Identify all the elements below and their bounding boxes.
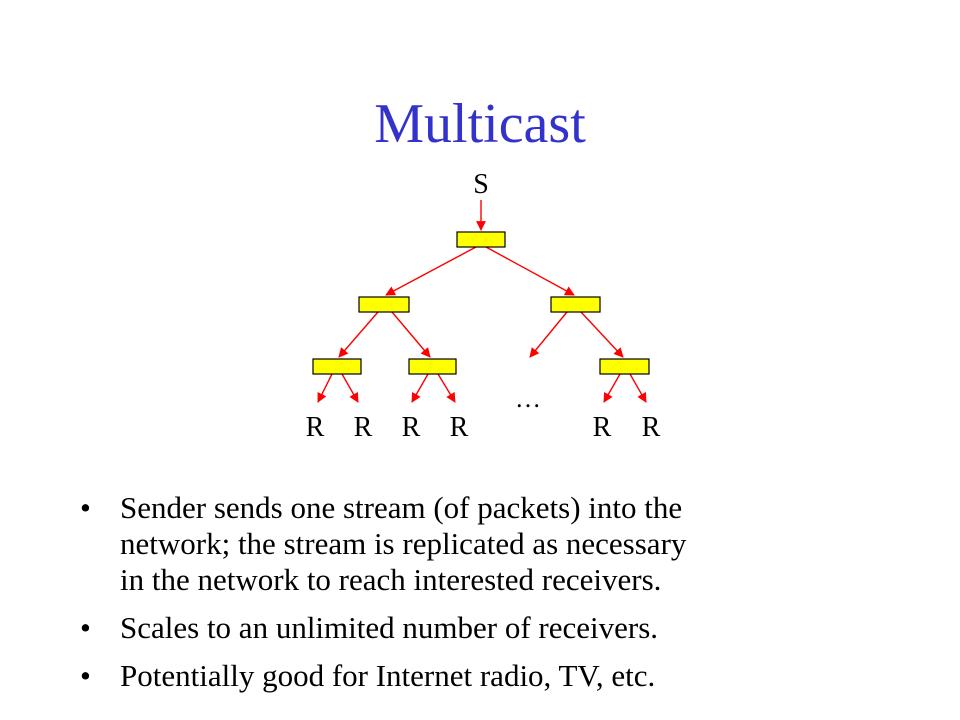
link-root-left-arrow: [385, 246, 477, 296]
link-rr-r6-arrow: [629, 373, 647, 403]
link-lr-r3-arrow: [411, 373, 429, 403]
bullet-line: Sender sends one stream (of packets) int…: [120, 490, 683, 525]
link-ll-r1-arrow: [317, 373, 333, 403]
bullet-marker: •: [80, 610, 91, 645]
link-lr-r4-arrow: [437, 373, 456, 403]
router-right: [550, 296, 601, 313]
link-left-leftright-arrow: [391, 311, 431, 358]
bullet-line: network; the stream is replicated as nec…: [120, 526, 687, 561]
routers-group: [312, 231, 650, 375]
router-root: [456, 231, 506, 248]
receiver-2-label: R: [354, 412, 373, 443]
bullet-list: • Sender sends one stream (of packets) in…: [80, 490, 900, 706]
router-left-left: [312, 358, 362, 375]
bullet-marker: •: [80, 658, 91, 693]
slide-title: Multicast: [374, 93, 586, 155]
bullet-item: • Potentially good for Internet radio, TV…: [80, 658, 900, 694]
receiver-1-label: R: [306, 412, 325, 443]
receiver-3-label: R: [402, 412, 421, 443]
bullet-item: • Sender sends one stream (of packets) in…: [80, 490, 900, 598]
bullet-marker: •: [80, 490, 91, 525]
bullet-item: • Scales to an unlimited number of receiv…: [80, 610, 900, 646]
bullet-line: Scales to an unlimited number of receive…: [120, 610, 659, 645]
router-right-right: [599, 358, 650, 375]
bullet-line: Potentially good for Internet radio, TV,…: [120, 658, 656, 693]
link-root-right-arrow: [485, 246, 575, 296]
links-group: [317, 200, 647, 403]
link-ll-r2-arrow: [341, 373, 359, 403]
bullet-line: in the network to reach interested recei…: [120, 562, 662, 597]
router-left-right: [408, 358, 457, 375]
link-rr-r5-arrow: [603, 373, 621, 403]
link-left-leftleft-arrow: [338, 311, 379, 358]
receiver-6-label: R: [642, 412, 661, 443]
ellipsis-label: …: [515, 384, 541, 413]
router-left: [358, 296, 410, 313]
link-right-partial-arrow: [529, 311, 568, 358]
link-right-rightright-arrow: [580, 311, 624, 358]
sender-label: S: [473, 169, 489, 200]
receiver-4-label: R: [450, 412, 469, 443]
receiver-5-label: R: [593, 412, 612, 443]
